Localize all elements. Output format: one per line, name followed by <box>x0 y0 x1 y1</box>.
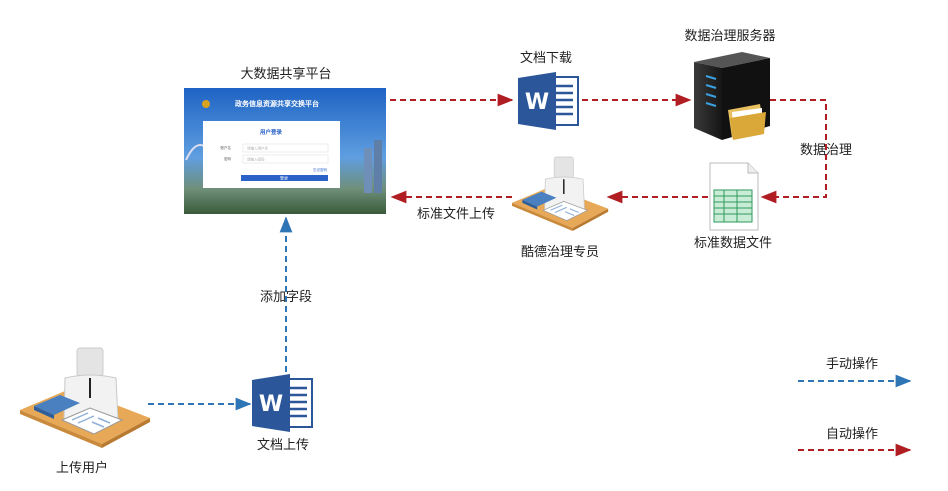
svg-text:W: W <box>525 90 549 115</box>
standard-upload-label: 标准文件上传 <box>417 207 495 222</box>
account-label: 账户名 <box>221 145 232 150</box>
account-input[interactable] <box>242 143 329 153</box>
server-node: 数据治理服务器 <box>684 28 776 140</box>
site-title: 政务信息资源共享交换平台 <box>235 99 319 108</box>
specialist-person-icon <box>511 156 609 232</box>
platform-login-screenshot: 政务信息资源共享交换平台 用户登录 账户名 请输入用户名 密码 请输入密码 忘记… <box>184 88 386 214</box>
account-placeholder: 请输入用户名 <box>247 146 268 151</box>
standard-file-label: 标准数据文件 <box>694 236 772 251</box>
governance-step-label: 数据治理 <box>800 143 852 158</box>
login-button[interactable] <box>241 175 328 181</box>
doc-download-node: 文档下载 W <box>516 51 580 132</box>
doc-upload-node: W 文档上传 <box>250 372 314 453</box>
legend-manual-label: 手动操作 <box>826 356 878 372</box>
upload-user-label: 上传用户 <box>56 460 108 476</box>
svg-text:W: W <box>259 392 283 417</box>
folder-icon <box>728 104 766 140</box>
specialist-label: 酷德治理专员 <box>521 245 599 260</box>
doc-upload-label: 文档上传 <box>257 438 309 453</box>
upload-user-person-icon <box>19 347 151 449</box>
password-input[interactable] <box>242 154 329 164</box>
spreadsheet-icon <box>709 162 759 231</box>
login-button-label: 登录 <box>280 175 288 181</box>
password-label: 密码 <box>224 156 231 161</box>
platform-node: 大数据共享平台 政务信息资源共享交换平台 用户登录 账户名 请输入用户名 密码 … <box>184 66 386 214</box>
legend-auto-label: 自动操作 <box>826 426 878 442</box>
legend: 手动操作 自动操作 <box>826 356 878 442</box>
word-document-icon: W <box>250 372 314 434</box>
password-placeholder: 请输入密码 <box>247 157 265 162</box>
word-document-icon: W <box>516 70 580 132</box>
upload-user-node: 上传用户 <box>19 347 151 476</box>
doc-download-label: 文档下载 <box>520 51 572 66</box>
forgot-password-link[interactable]: 忘记密码 <box>313 167 327 172</box>
server-label: 数据治理服务器 <box>684 28 775 44</box>
specialist-node: 酷德治理专员 <box>511 156 609 260</box>
arrow-server-to-standard-file <box>760 99 827 204</box>
login-title: 用户登录 <box>259 128 283 136</box>
standard-file-node: 标准数据文件 <box>694 162 772 251</box>
emblem-icon <box>202 100 210 108</box>
platform-title: 大数据共享平台 <box>240 66 331 82</box>
